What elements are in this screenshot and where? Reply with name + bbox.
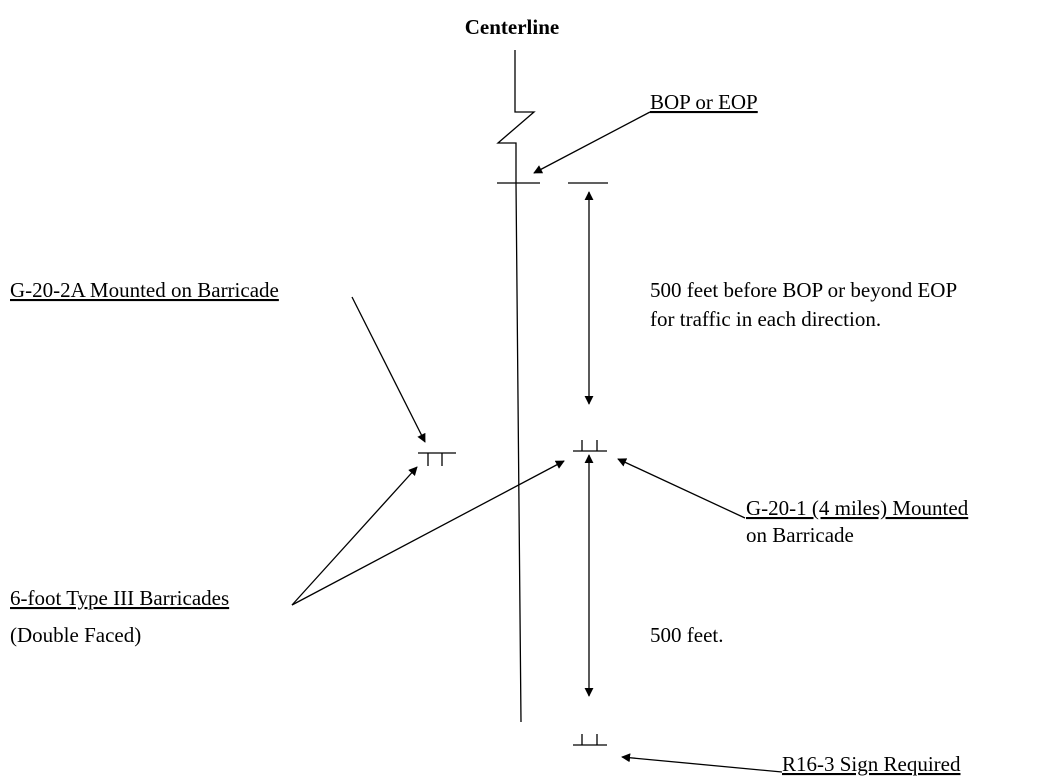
r16-3-barricade-symbol bbox=[573, 734, 607, 746]
g20-1-leader-arrow bbox=[617, 458, 746, 519]
barricade-2a-label: G-20-2A Mounted on Barricade bbox=[10, 278, 279, 302]
type3-leader-arrow-left bbox=[291, 466, 418, 606]
r16-leader-arrow bbox=[621, 753, 783, 773]
distance-bottom-label: 500 feet. bbox=[650, 623, 723, 647]
distance-top-line1: 500 feet before BOP or beyond EOP bbox=[650, 278, 957, 302]
barricade-1-label-line2: on Barricade bbox=[746, 523, 854, 547]
g20-2a-barricade-symbol bbox=[418, 452, 456, 466]
distance-top-line2: for traffic in each direction. bbox=[650, 307, 881, 331]
r16-sign-label: R16-3 Sign Required bbox=[782, 752, 961, 776]
centerline-top-segment bbox=[496, 50, 536, 723]
centerline-label: Centerline bbox=[465, 15, 559, 39]
g20-1-barricade-symbol bbox=[573, 440, 607, 452]
bop-eop-label: BOP or EOP bbox=[650, 90, 758, 114]
type3-leader-arrow-right bbox=[291, 460, 565, 606]
type3-barricades-sublabel: (Double Faced) bbox=[10, 623, 141, 647]
type3-barricades-label: 6-foot Type III Barricades bbox=[10, 586, 229, 610]
bop-eop-leader-arrow bbox=[533, 111, 651, 174]
g20-2a-leader-arrow bbox=[351, 296, 426, 443]
barricade-1-label-line1: G-20-1 (4 miles) Mounted bbox=[746, 496, 969, 520]
